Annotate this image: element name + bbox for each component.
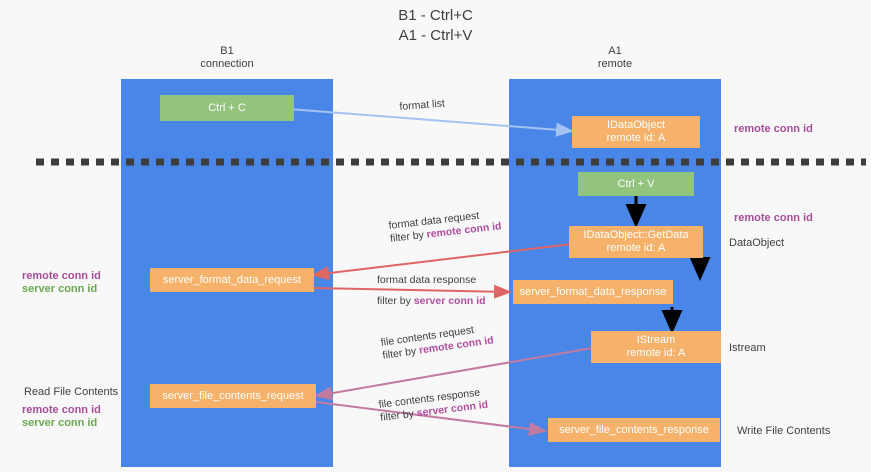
node-getdata-line1: IDataObject::GetData <box>583 229 689 241</box>
filter-by-text: filter by <box>377 295 411 307</box>
node-ctrl-c-line1: Ctrl + C <box>208 101 246 114</box>
annotation-left-low-remote-conn-id: remote conn id <box>22 404 101 416</box>
annotation-right-top-remote-conn-id: remote conn id <box>734 123 813 135</box>
edge-label-format-data-response: format data response filter by server co… <box>377 274 486 308</box>
edge-label-format-list-line1: format list <box>399 97 446 113</box>
lane-title-b1: B1 connection <box>121 45 333 71</box>
annotation-left-low-server-conn-id: server conn id <box>22 417 98 429</box>
page-title-line1: B1 - Ctrl+C <box>398 7 473 24</box>
annotation-istream: Istream <box>729 342 766 354</box>
node-server-file-contents-request[interactable]: server_file_contents_request <box>150 384 316 408</box>
annotation-left-mid-server-conn-id: server conn id <box>22 283 98 295</box>
node-server-file-contents-response[interactable]: server_file_contents_response <box>548 418 720 442</box>
node-istream-line1: IStream <box>636 334 676 346</box>
node-idataobject-line2: remote id: A <box>606 132 666 144</box>
annotation-right-mid-remote-conn-id: remote conn id <box>734 212 813 224</box>
annotation-write-file-contents: Write File Contents <box>737 425 831 437</box>
node-ctrl-v[interactable]: Ctrl + V <box>578 172 694 196</box>
annotation-dataobject: DataObject <box>729 237 785 249</box>
filter-by-text: filter by <box>389 229 425 245</box>
node-idataobject-line1: IDataObject <box>606 119 666 131</box>
node-getdata[interactable]: IDataObject::GetData remote id: A <box>569 226 703 258</box>
edge-label-file-contents-request: file contents request filter by remote c… <box>380 321 495 362</box>
edge-label-file-contents-response: file contents response filter by server … <box>378 386 489 425</box>
edge-label-format-list: format list <box>399 97 445 114</box>
node-server-format-data-request[interactable]: server_format_data_request <box>150 268 314 292</box>
node-server-file-contents-response-label: server_file_contents_response <box>559 423 709 436</box>
node-ctrl-c[interactable]: Ctrl + C <box>160 95 294 121</box>
edge-label-format-data-response-line1: format data response <box>377 274 477 286</box>
filter-key-server-conn-id: server conn id <box>413 295 486 307</box>
lane-title-a1-line1: A1 <box>608 45 622 57</box>
page-title: B1 - Ctrl+C A1 - Ctrl+V <box>0 6 871 46</box>
node-istream-line2: remote id: A <box>626 347 686 359</box>
node-ctrl-v-line1: Ctrl + V <box>617 177 655 190</box>
lane-title-b1-line2: connection <box>200 58 254 70</box>
lane-title-a1: A1 remote <box>509 45 721 71</box>
node-idataobject[interactable]: IDataObject remote id: A <box>572 116 700 148</box>
annotation-left-mid-remote-conn-id: remote conn id <box>22 270 101 282</box>
edge-label-format-data-request: format data request filter by remote con… <box>388 207 502 246</box>
node-istream[interactable]: IStream remote id: A <box>591 331 721 363</box>
node-server-format-data-request-label: server_format_data_request <box>162 273 302 286</box>
lane-title-a1-line2: remote <box>597 58 633 70</box>
edge-label-format-data-response-line2: filter by server conn id <box>377 295 486 308</box>
lane-title-b1-line1: B1 <box>220 45 234 57</box>
node-getdata-line2: remote id: A <box>606 242 666 254</box>
filter-by-text: filter by <box>379 407 415 424</box>
node-server-format-data-response[interactable]: server_format_data_response <box>513 280 673 304</box>
node-server-format-data-response-label: server_format_data_response <box>519 285 667 298</box>
node-server-file-contents-request-label: server_file_contents_request <box>162 389 304 402</box>
page-title-line2: A1 - Ctrl+V <box>398 27 473 44</box>
annotation-read-file-contents: Read File Contents <box>24 386 119 398</box>
